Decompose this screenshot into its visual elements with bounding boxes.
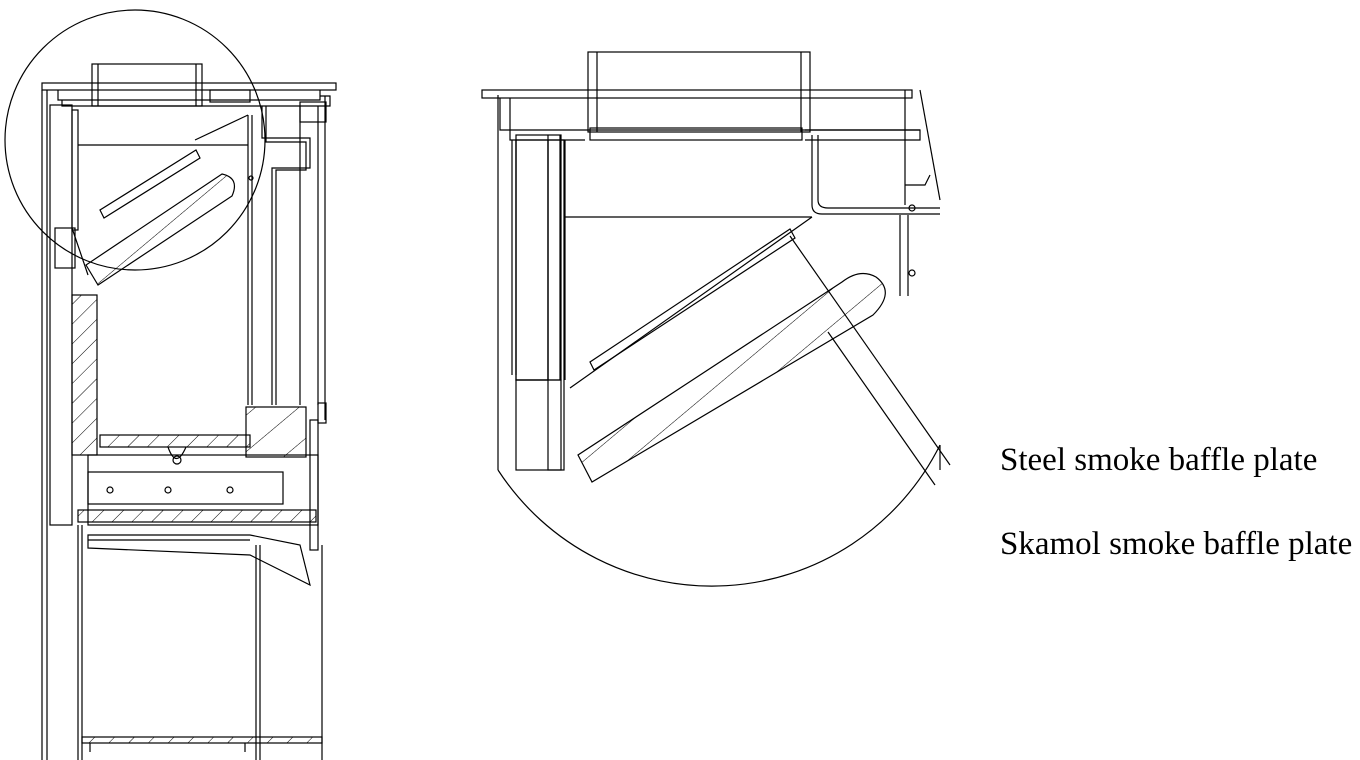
stove-full-section [4, 9, 337, 760]
skamol-smoke-baffle-label: Skamol smoke baffle plate [1000, 526, 1353, 562]
baffle-detail-view [481, 51, 951, 587]
skamol-baffle-leader [827, 331, 936, 486]
steel-smoke-baffle-label: Steel smoke baffle plate [1000, 442, 1318, 478]
steel-baffle-leader [789, 235, 951, 466]
